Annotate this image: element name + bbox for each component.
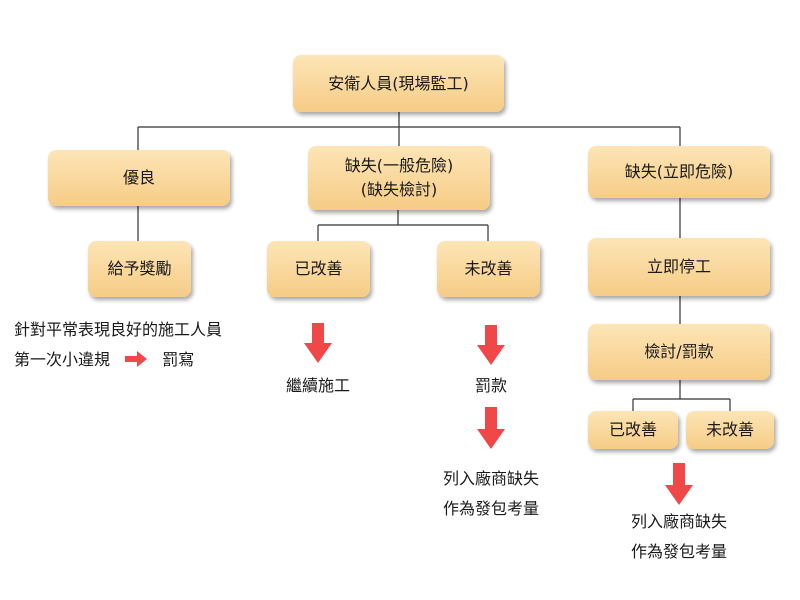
good-note-line-2-prefix: 第一次小違規 <box>14 350 111 369</box>
minor-danger-node: 缺失(一般危險) (缺失檢討) <box>308 146 490 210</box>
down-arrow-icon <box>477 407 505 449</box>
vendor-deficiency-text-2: 列入廠商缺失 作為發包考量 <box>608 510 750 564</box>
fine-label: 罰款 <box>474 376 507 395</box>
good-node: 優良 <box>48 150 230 206</box>
fine-text: 罰款 <box>451 374 531 398</box>
reward-node: 給予獎勵 <box>88 241 191 297</box>
review-fine-label: 檢討/罰款 <box>644 342 714 361</box>
down-arrow-icon <box>304 323 332 363</box>
vendor-deficiency-line-2: 作為發包考量 <box>442 499 539 518</box>
stop-work-node: 立即停工 <box>588 238 770 296</box>
root-node: 安衛人員(現場監工) <box>293 55 504 112</box>
down-arrow-icon <box>477 325 505 365</box>
good-note-line-2-suffix: 罰寫 <box>162 350 195 369</box>
not-improved-node: 未改善 <box>437 241 540 297</box>
good-note: 針對平常表現良好的施工人員 第一次小違規 罰寫 <box>14 318 222 372</box>
immediate-danger-label: 缺失(立即危險) <box>624 162 734 181</box>
review-fine-node: 檢討/罰款 <box>588 324 770 380</box>
not-improved-node-2: 未改善 <box>686 411 774 449</box>
good-note-line-2: 第一次小違規 罰寫 <box>14 348 222 372</box>
improved-label-2: 已改善 <box>608 420 657 439</box>
good-note-line-1: 針對平常表現良好的施工人員 <box>14 320 223 339</box>
improved-node-2: 已改善 <box>588 411 678 449</box>
immediate-danger-node: 缺失(立即危險) <box>588 146 770 198</box>
not-improved-label: 未改善 <box>464 259 513 278</box>
minor-danger-label-2: (缺失檢討) <box>360 180 438 199</box>
vendor-deficiency-line-1: 列入廠商缺失 <box>442 469 539 488</box>
continue-work-label: 繼續施工 <box>285 376 350 395</box>
not-improved-label-2: 未改善 <box>705 420 754 439</box>
improved-node: 已改善 <box>267 241 370 297</box>
good-label: 優良 <box>122 168 155 187</box>
vendor-deficiency-2-line-1: 列入廠商缺失 <box>630 512 727 531</box>
root-label: 安衛人員(現場監工) <box>328 73 469 93</box>
stop-work-label: 立即停工 <box>646 257 711 276</box>
vendor-deficiency-2-line-2: 作為發包考量 <box>630 542 727 561</box>
vendor-deficiency-text: 列入廠商缺失 作為發包考量 <box>420 467 562 521</box>
minor-danger-label-1: 缺失(一般危險) <box>344 156 454 175</box>
improved-label: 已改善 <box>294 259 343 278</box>
down-arrow-icon <box>665 463 693 505</box>
continue-work-text: 繼續施工 <box>258 374 378 398</box>
reward-label: 給予獎勵 <box>107 259 172 278</box>
right-arrow-icon <box>125 351 148 367</box>
